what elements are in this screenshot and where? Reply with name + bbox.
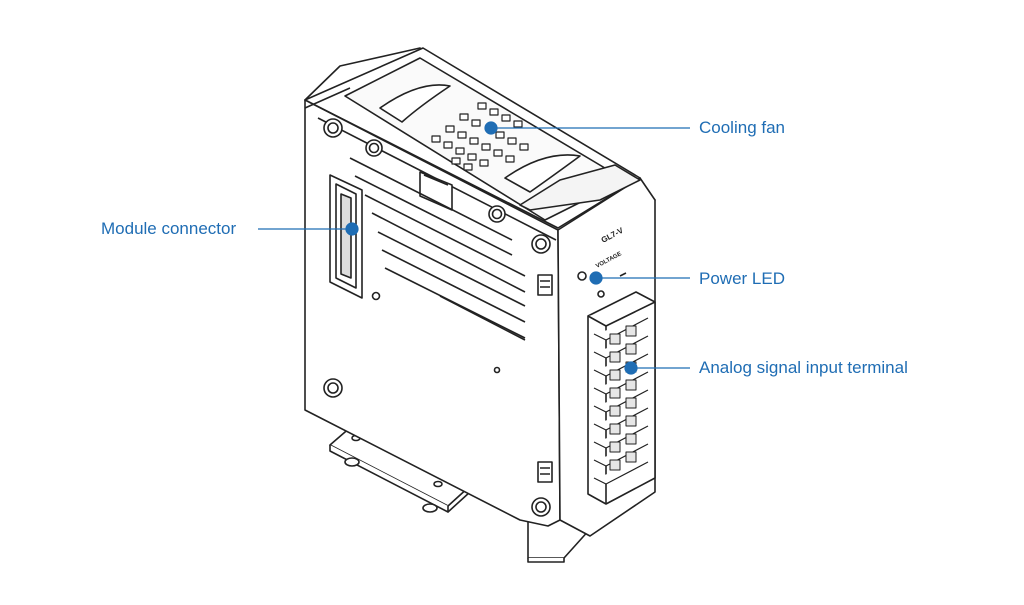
power-led-label: Power LED [699, 269, 785, 288]
power-led-shape [577, 271, 587, 281]
cooling-fan-marker [484, 121, 498, 135]
fan-grille [431, 102, 529, 171]
module-connector-shape [329, 174, 363, 299]
module-connector-marker [345, 222, 359, 236]
module-connector-label: Module connector [101, 219, 237, 238]
front-screws [323, 118, 551, 517]
analog-terminal-label: Analog signal input terminal [699, 358, 908, 377]
terminal-block [587, 291, 656, 505]
power-led-marker [589, 271, 603, 285]
analog-terminal-marker [624, 361, 638, 375]
cooling-fan-label: Cooling fan [699, 118, 786, 137]
vent-slits [349, 157, 526, 341]
